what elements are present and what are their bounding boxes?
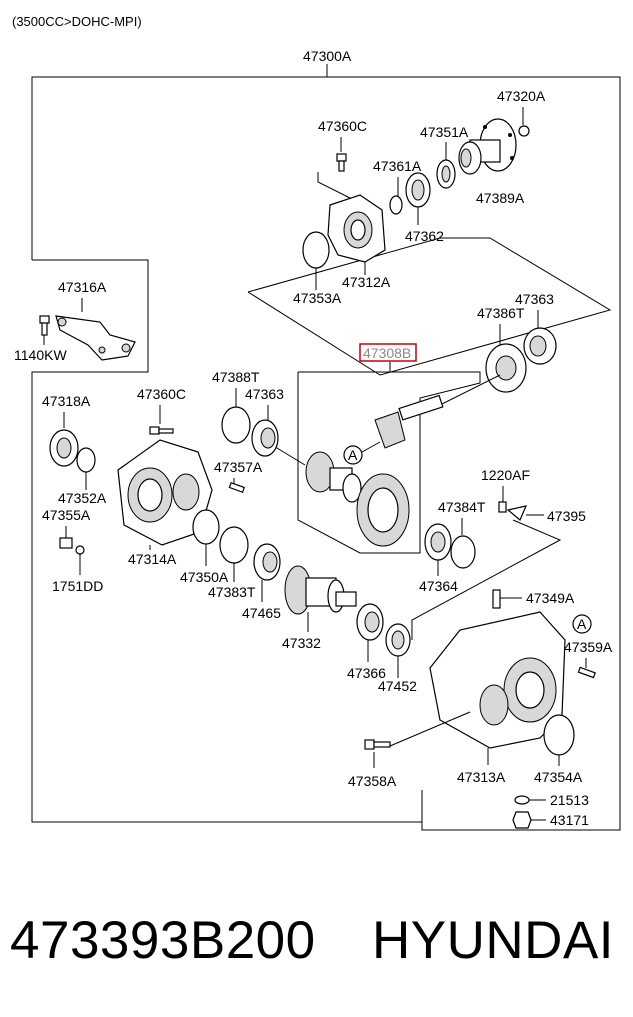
bearing-icon (523, 327, 557, 365)
screw-icon (498, 501, 507, 513)
gasket-icon (514, 795, 530, 805)
oil-seal-icon (49, 429, 79, 467)
oil-seal-icon (385, 623, 411, 657)
callout-A-icon (343, 445, 363, 465)
label-47320A: 47320A (497, 88, 546, 104)
label-47357A: 47357A (214, 459, 263, 475)
drain-plug-icon (512, 811, 532, 829)
label-47395: 47395 (547, 508, 586, 524)
label-47388T: 47388T (212, 369, 260, 385)
washer-icon (389, 195, 403, 215)
label-47359A: 47359A (564, 639, 613, 655)
bolt-icon (149, 426, 174, 435)
front-housing-icon (117, 439, 213, 546)
label-47350A: 47350A (180, 569, 229, 585)
label-47352A: 47352A (58, 490, 107, 506)
callout-A-icon (572, 614, 592, 634)
label-47358A: 47358A (348, 773, 397, 789)
label-47386T: 47386T (477, 305, 525, 321)
label-47349A: 47349A (526, 590, 575, 606)
label-47308B: 47308B (363, 345, 411, 361)
label-1140KW: 1140KW (14, 347, 67, 363)
label-47313A: 47313A (457, 769, 506, 785)
label-47314A: 47314A (128, 551, 177, 567)
rear-housing-icon (327, 194, 386, 263)
label-47312A: 47312A (342, 274, 391, 290)
seal-ring-icon (192, 509, 220, 545)
shim-icon (221, 406, 251, 444)
label-47353A: 47353A (293, 290, 342, 306)
label-1751DD: 1751DD (52, 578, 103, 594)
flange-icon (458, 118, 517, 175)
label-47354A: 47354A (534, 769, 583, 785)
label-47316A: 47316A (58, 279, 107, 295)
label-1220AF: 1220AF (481, 467, 530, 483)
label-47332: 47332 (282, 635, 321, 651)
nut-icon (518, 125, 530, 137)
bearing-icon (424, 523, 452, 561)
part-number: 473393B200 (10, 911, 316, 970)
label-47384T: 47384T (438, 499, 486, 515)
label-47366: 47366 (347, 665, 386, 681)
label-47360C-top: 47360C (318, 118, 367, 134)
engine-note: (3500CC>DOHC-MPI) (12, 14, 142, 29)
bearing-icon (356, 603, 384, 641)
label-47355A: 47355A (42, 507, 91, 523)
callout-A-text: A (348, 447, 358, 463)
differential-gear-icon (305, 451, 362, 503)
shim-icon (485, 343, 527, 393)
subassembly-box-gear (297, 371, 481, 554)
dowel-pin-icon (577, 666, 596, 679)
bearing-icon (405, 172, 431, 208)
label-47300A: 47300A (303, 48, 352, 64)
highlight-box-47308B (359, 343, 417, 362)
label-47318A: 47318A (42, 393, 91, 409)
label-47465: 47465 (242, 605, 281, 621)
callout-A-text: A (577, 616, 587, 632)
label-47351A: 47351A (420, 124, 469, 140)
o-ring-icon (76, 447, 96, 473)
pinion-gear-icon (374, 374, 501, 449)
bearing-icon (251, 419, 279, 457)
output-shaft-icon (284, 565, 357, 615)
gasket-icon (75, 545, 85, 555)
label-47363-mid: 47363 (245, 386, 284, 402)
label-47389A: 47389A (476, 190, 525, 206)
subassembly-box-top (247, 237, 612, 376)
label-47452: 47452 (378, 678, 417, 694)
o-ring-icon (302, 231, 330, 269)
bolt-icon (39, 315, 50, 336)
brand-name: HYUNDAI (372, 911, 614, 970)
label-21513: 21513 (550, 792, 589, 808)
assembly-boundary (31, 76, 621, 831)
transfer-case-housing-icon (429, 611, 566, 749)
o-ring-icon (543, 714, 575, 756)
oil-guide-icon (506, 505, 528, 521)
shim-icon (450, 535, 476, 569)
label-47363-top: 47363 (515, 291, 554, 307)
label-47364: 47364 (419, 578, 458, 594)
drain-plug-icon (59, 537, 73, 549)
label-47383T: 47383T (208, 584, 256, 600)
bearing-icon (253, 543, 281, 581)
dowel-pin-icon (228, 481, 246, 493)
label-43171: 43171 (550, 812, 589, 828)
breather-icon (492, 589, 501, 609)
ring-gear-icon (356, 473, 410, 547)
label-47361A: 47361A (373, 158, 422, 174)
mounting-bracket-icon (55, 315, 136, 361)
label-47360C-mid: 47360C (137, 386, 186, 402)
bolt-icon (364, 739, 391, 750)
shim-icon (219, 526, 249, 564)
label-47362: 47362 (405, 228, 444, 244)
bolt-icon (336, 153, 347, 172)
